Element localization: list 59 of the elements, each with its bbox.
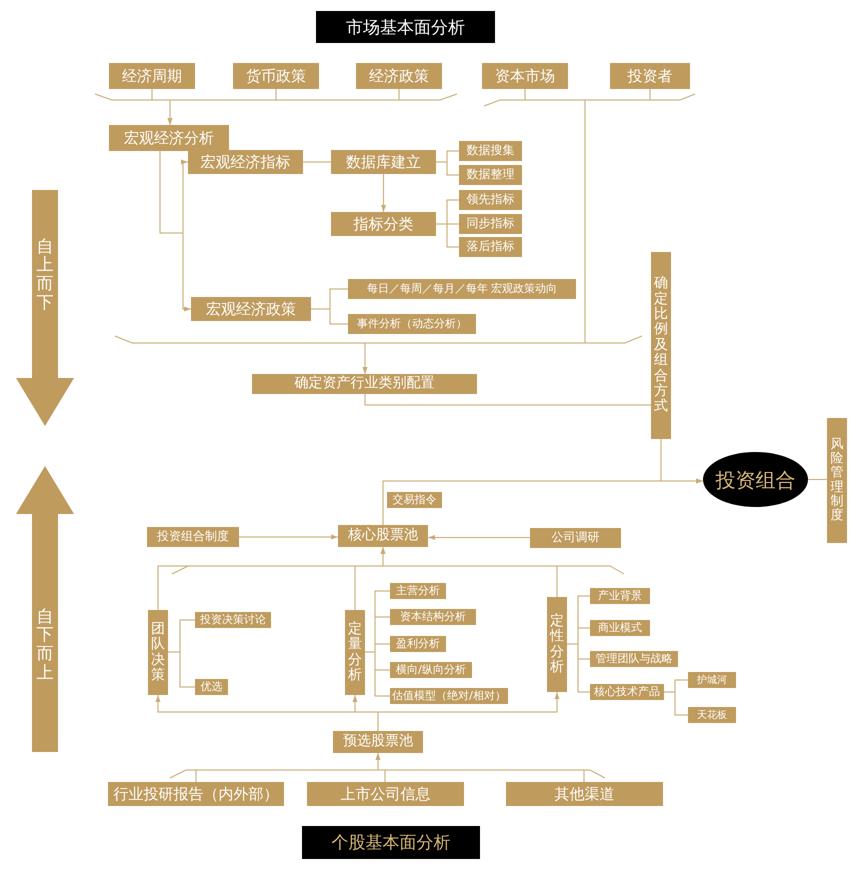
step-box: 产业背景 — [590, 588, 650, 604]
step-box: 资本结构分析 — [390, 609, 476, 625]
step-box: 管理团队与战略 — [590, 651, 678, 667]
step-box: 落后指标 — [459, 237, 522, 257]
step-box: 指标分类 — [331, 212, 436, 236]
step-box: 估值模型（绝对/相对） — [390, 688, 508, 704]
step-box: 事件分析（动态分析） — [348, 314, 476, 334]
step-box: 经济周期 — [109, 63, 195, 89]
portfolio-ellipse: 投资组合 — [703, 452, 808, 507]
step-box: 核心股票池 — [338, 525, 428, 547]
step-box: 公司调研 — [530, 528, 621, 548]
step-box: 数据搜集 — [459, 141, 522, 161]
vertical-label-box: 团队决策 — [148, 610, 168, 695]
step-box: 横向/纵向分析 — [390, 662, 472, 678]
step-box: 其他渠道 — [506, 782, 663, 806]
step-box: 优选 — [195, 679, 228, 695]
step-box: 主营分析 — [390, 583, 446, 599]
step-box: 交易指令 — [387, 492, 442, 508]
step-box: 资本市场 — [482, 63, 568, 89]
connector-arrow — [378, 692, 560, 732]
step-box: 预选股票池 — [333, 731, 423, 753]
connector-arrow — [168, 88, 400, 126]
step-box: 宏观经济政策 — [191, 297, 311, 321]
connector-arrow — [382, 478, 704, 526]
step-box: 商业模式 — [590, 620, 650, 636]
step-box: 天花板 — [688, 707, 736, 723]
vertical-label-box: 定性分析 — [547, 597, 567, 692]
connector-arrow — [376, 752, 584, 782]
connector-arrow — [428, 535, 530, 540]
step-box: 核心技术产品 — [590, 684, 664, 700]
arrow-label: 自上而下 — [36, 236, 54, 315]
step-box: 同步指标 — [459, 214, 522, 234]
step-box: 上市公司信息 — [307, 782, 464, 806]
connector-arrow — [238, 534, 338, 540]
step-box: 数据库建立 — [331, 150, 436, 174]
step-box: 盈利分析 — [390, 636, 446, 652]
step-box: 每日／每周／每月／每年 宏观政策动向 — [348, 279, 576, 299]
arrow-label: 自下而上 — [36, 606, 54, 685]
step-box: 投资者 — [610, 63, 690, 89]
connector-arrow — [362, 88, 650, 374]
heading-banner: 个股基本面分析 — [302, 826, 480, 859]
vertical-label-box: 风险管理制度 — [827, 418, 847, 543]
step-box: 护城河 — [688, 672, 736, 688]
connector-arrow — [160, 150, 192, 312]
step-box: 行业投研报告（内外部） — [108, 782, 284, 806]
heading-banner: 市场基本面分析 — [316, 11, 495, 43]
step-box: 确定资产行业类别配置 — [252, 374, 477, 394]
vertical-label-box: 定量分析 — [345, 610, 365, 695]
step-box: 数据整理 — [459, 165, 522, 185]
step-box: 货币政策 — [233, 63, 319, 89]
step-box: 宏观经济指标 — [188, 150, 303, 174]
vertical-label-box: 确定比例及组合方式 — [651, 252, 671, 439]
step-box: 宏观经济分析 — [109, 125, 229, 151]
step-box: 投资组合制度 — [147, 527, 239, 547]
step-box: 投资决策讨论 — [195, 612, 271, 628]
step-box: 领先指标 — [459, 190, 522, 210]
connector-arrow — [381, 174, 386, 212]
connector-arrow — [380, 546, 558, 598]
step-box: 经济政策 — [356, 63, 442, 89]
